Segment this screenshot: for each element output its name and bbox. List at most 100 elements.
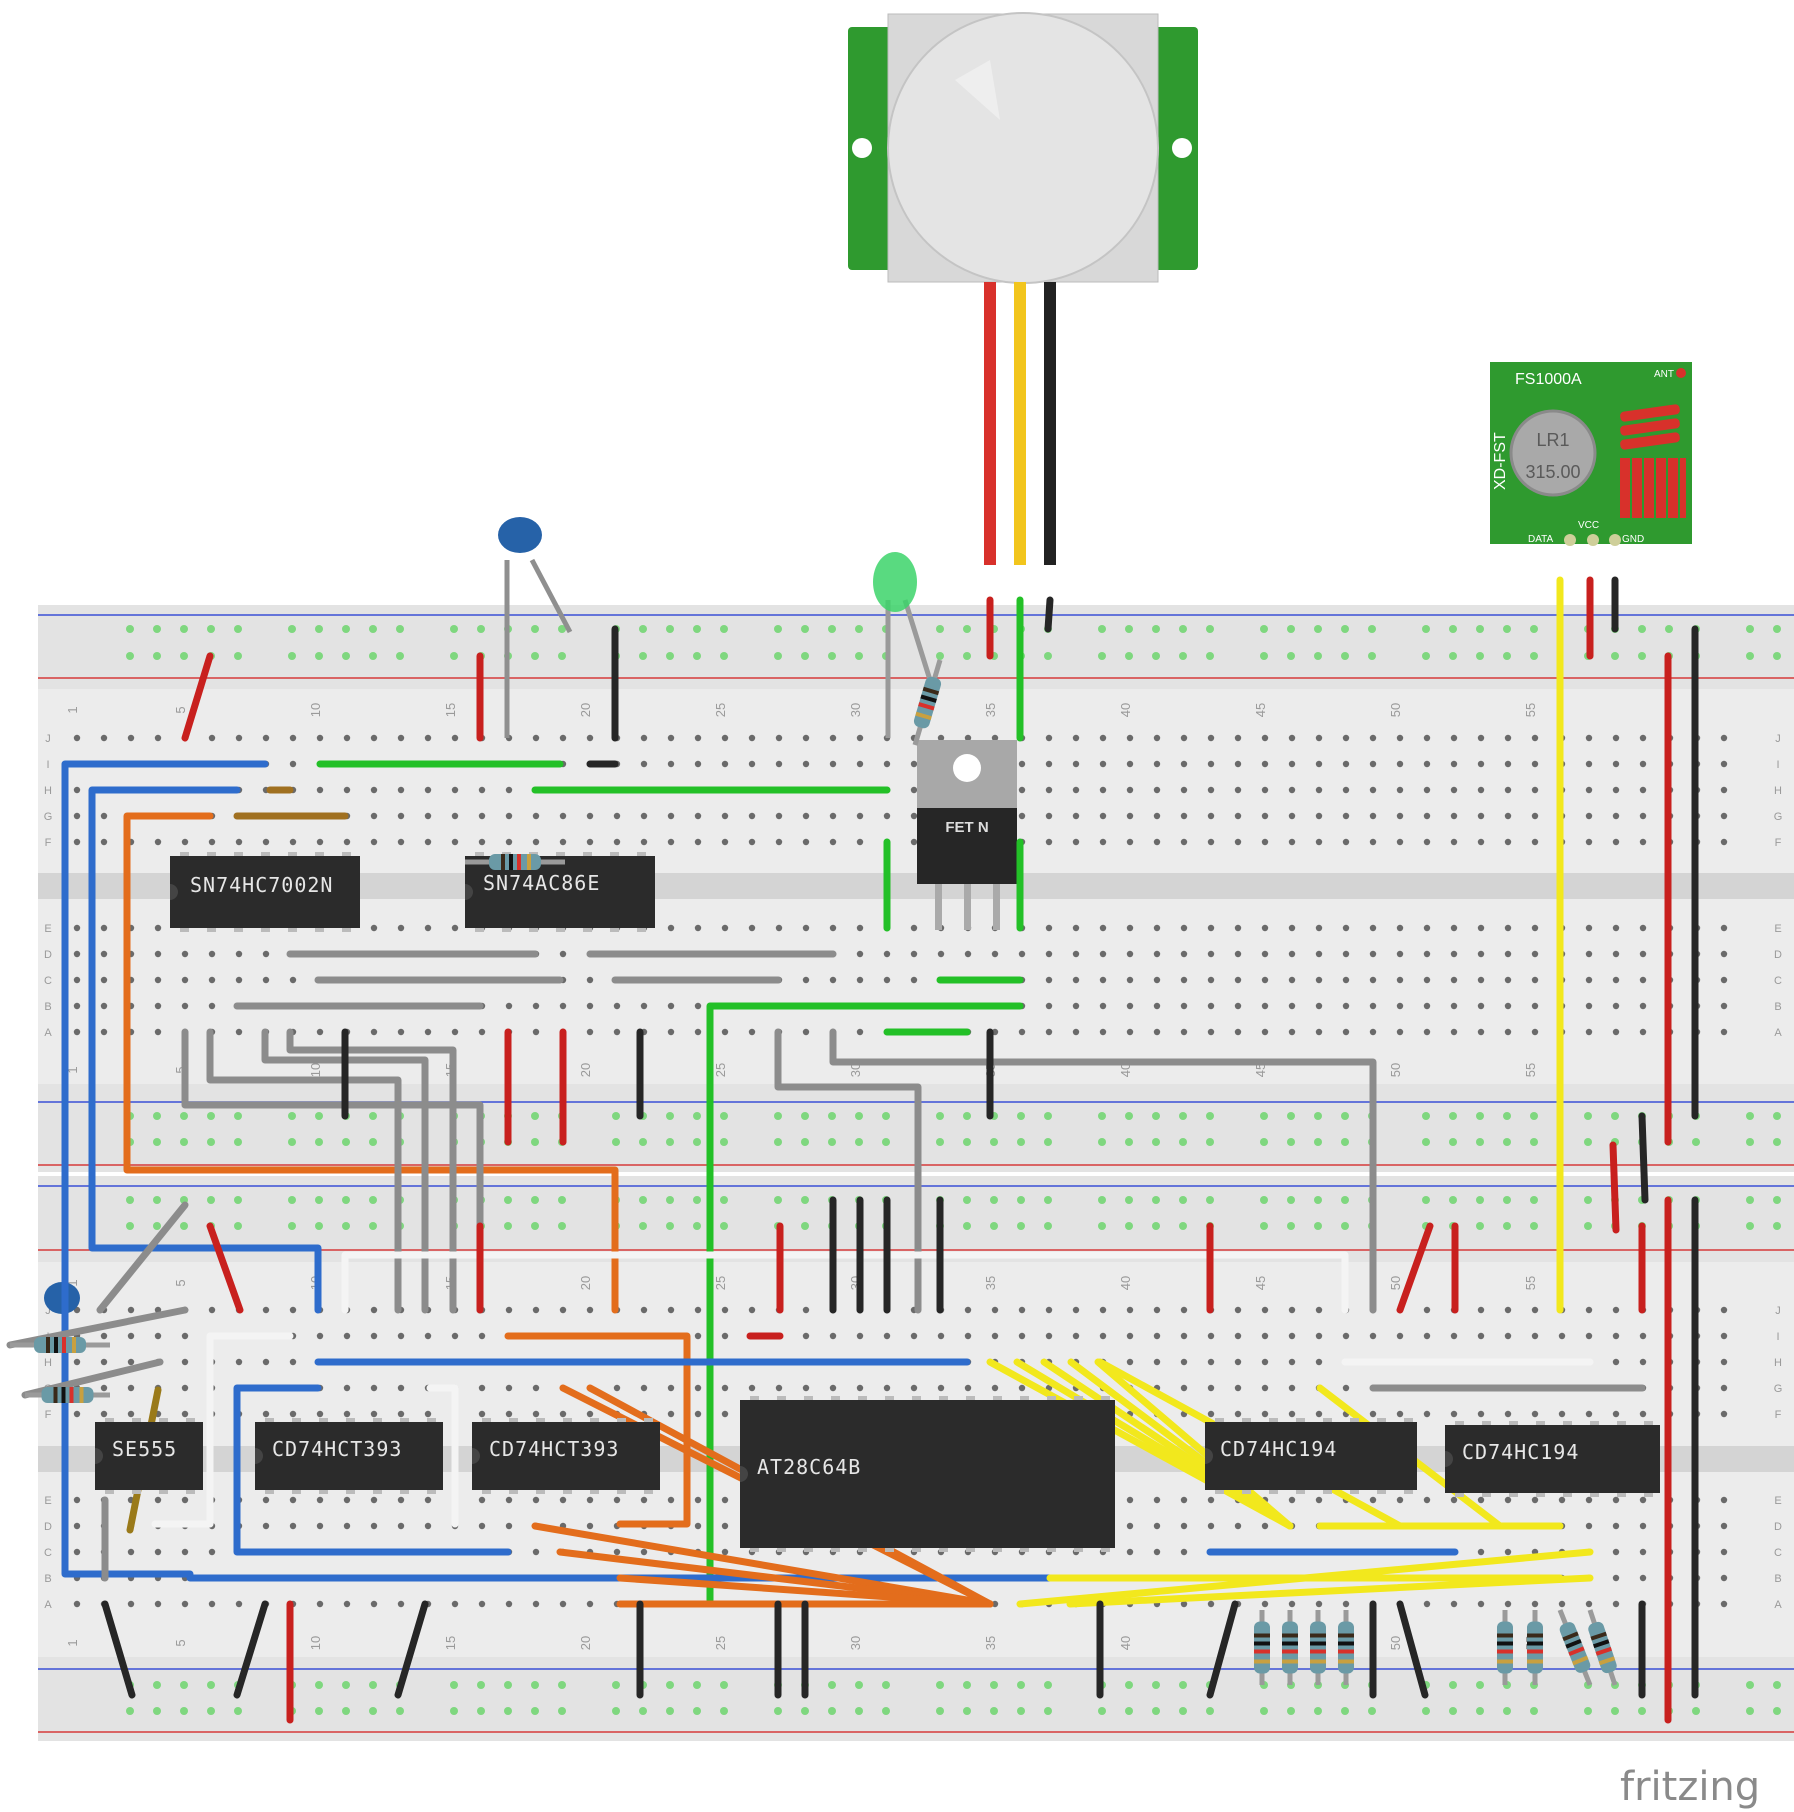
column-number: 25 [713,1636,728,1650]
resistor-body [1282,1621,1298,1674]
chip-pin [1296,1418,1305,1422]
column-number: 55 [1523,1063,1538,1077]
chip-pin [1323,1418,1332,1422]
wire-black [101,1600,136,1699]
chip-notch [465,884,473,900]
chip-pin [804,1396,813,1400]
chip-pin [1101,1548,1110,1552]
row-letter: G [44,811,53,823]
chip-pin [1536,1493,1545,1497]
column-number: 40 [1118,1063,1133,1077]
wire-green [706,1002,1024,1604]
fritzing-logo: fritzing [1620,1764,1760,1810]
chip-pin [1242,1490,1251,1494]
chip-label-u7: CD74HC194 [1220,1437,1337,1461]
wire-orange [123,812,619,1314]
wire-gray [181,1028,484,1314]
chip-pin [1482,1421,1491,1425]
chip-pin [319,1418,328,1422]
chip-pin [509,1418,518,1422]
wire-yellow [1094,1358,1294,1530]
chip-label-u5: CD74HCT393 [489,1437,619,1461]
wire-orange [556,1548,994,1608]
column-number: 10 [308,1063,323,1077]
chip-pin [1074,1396,1083,1400]
column-number: 45 [1253,1276,1268,1290]
row-letter: H [1774,785,1782,797]
resistor-band [69,1387,74,1403]
chip-pin [1536,1421,1545,1425]
resistor-band [1565,1638,1582,1649]
resistor-band [527,854,531,870]
chip-pin [132,1418,141,1422]
chip-notch [1205,1448,1213,1464]
chip-pin [265,1490,274,1494]
transmitter-model: FS1000A [1515,371,1582,388]
chip-pin [1404,1490,1413,1494]
wire-blue [61,760,269,1578]
chip-pin [831,1548,840,1552]
wire-black [1044,596,1054,633]
chip-pin [1215,1418,1224,1422]
chip-pin [475,928,484,932]
row-letter: F [1775,1409,1782,1421]
row-letter: E [44,923,51,935]
chip-pin [502,928,511,932]
chip-pin [610,928,619,932]
column-number: 55 [1523,1276,1538,1290]
resistor-bank-a-1 [1282,1621,1298,1674]
resistor-band [1282,1633,1298,1638]
resistor-band [1598,1656,1616,1666]
column-number: 50 [1388,703,1403,717]
chip-pin [610,852,619,856]
row-letter: F [1775,837,1782,849]
resistor-band [1595,1646,1612,1656]
row-letter: H [1774,1357,1782,1369]
chip-label-u4: CD74HCT393 [272,1437,402,1461]
chip-pin [1455,1421,1464,1425]
chip-pin [1323,1490,1332,1494]
row-letter: D [1774,1521,1782,1533]
chip-pin [234,852,243,856]
chip-pin [342,852,351,856]
chip-pin [583,852,592,856]
chip-pin [186,1490,195,1494]
resistor-band [1497,1659,1513,1664]
chip-pin [288,852,297,856]
chip-u3 [95,1422,203,1490]
chip-pin [373,1490,382,1494]
chip-pin [1047,1396,1056,1400]
chip-label-u2: SN74AC86E [483,871,600,895]
vcc-pin-label: VCC [1578,520,1599,531]
chip-pin [590,1418,599,1422]
row-letter: A [1774,1027,1782,1039]
chip-pin [315,928,324,932]
chip-notch [472,1448,480,1464]
chip-pin [637,852,646,856]
resistor-body [34,1337,86,1353]
chip-pin [1509,1493,1518,1497]
resistor-band [1572,1655,1589,1666]
chip-pin [475,852,484,856]
resistor-band [1497,1649,1513,1654]
column-number: 30 [848,703,863,717]
chip-notch [170,884,178,900]
row-letter: F [45,1409,52,1421]
chip-pin [1296,1490,1305,1494]
row-letter: C [1774,975,1782,987]
wire-gray [829,1028,1377,1314]
wire-black [1638,1112,1649,1204]
row-letter: G [1774,1383,1783,1395]
chip-pin [346,1490,355,1494]
row-letter: E [44,1495,51,1507]
column-number: 5 [173,1639,188,1646]
resistor-band [72,1337,76,1353]
resistor-u2 [489,854,541,870]
row-letter: E [1774,1495,1781,1507]
column-number: 35 [983,1276,998,1290]
resistor-body [489,854,541,870]
row-letter: D [44,949,52,961]
column-number: 35 [983,703,998,717]
fs1000a-transmitter [1490,362,1692,546]
chip-pin [536,1418,545,1422]
